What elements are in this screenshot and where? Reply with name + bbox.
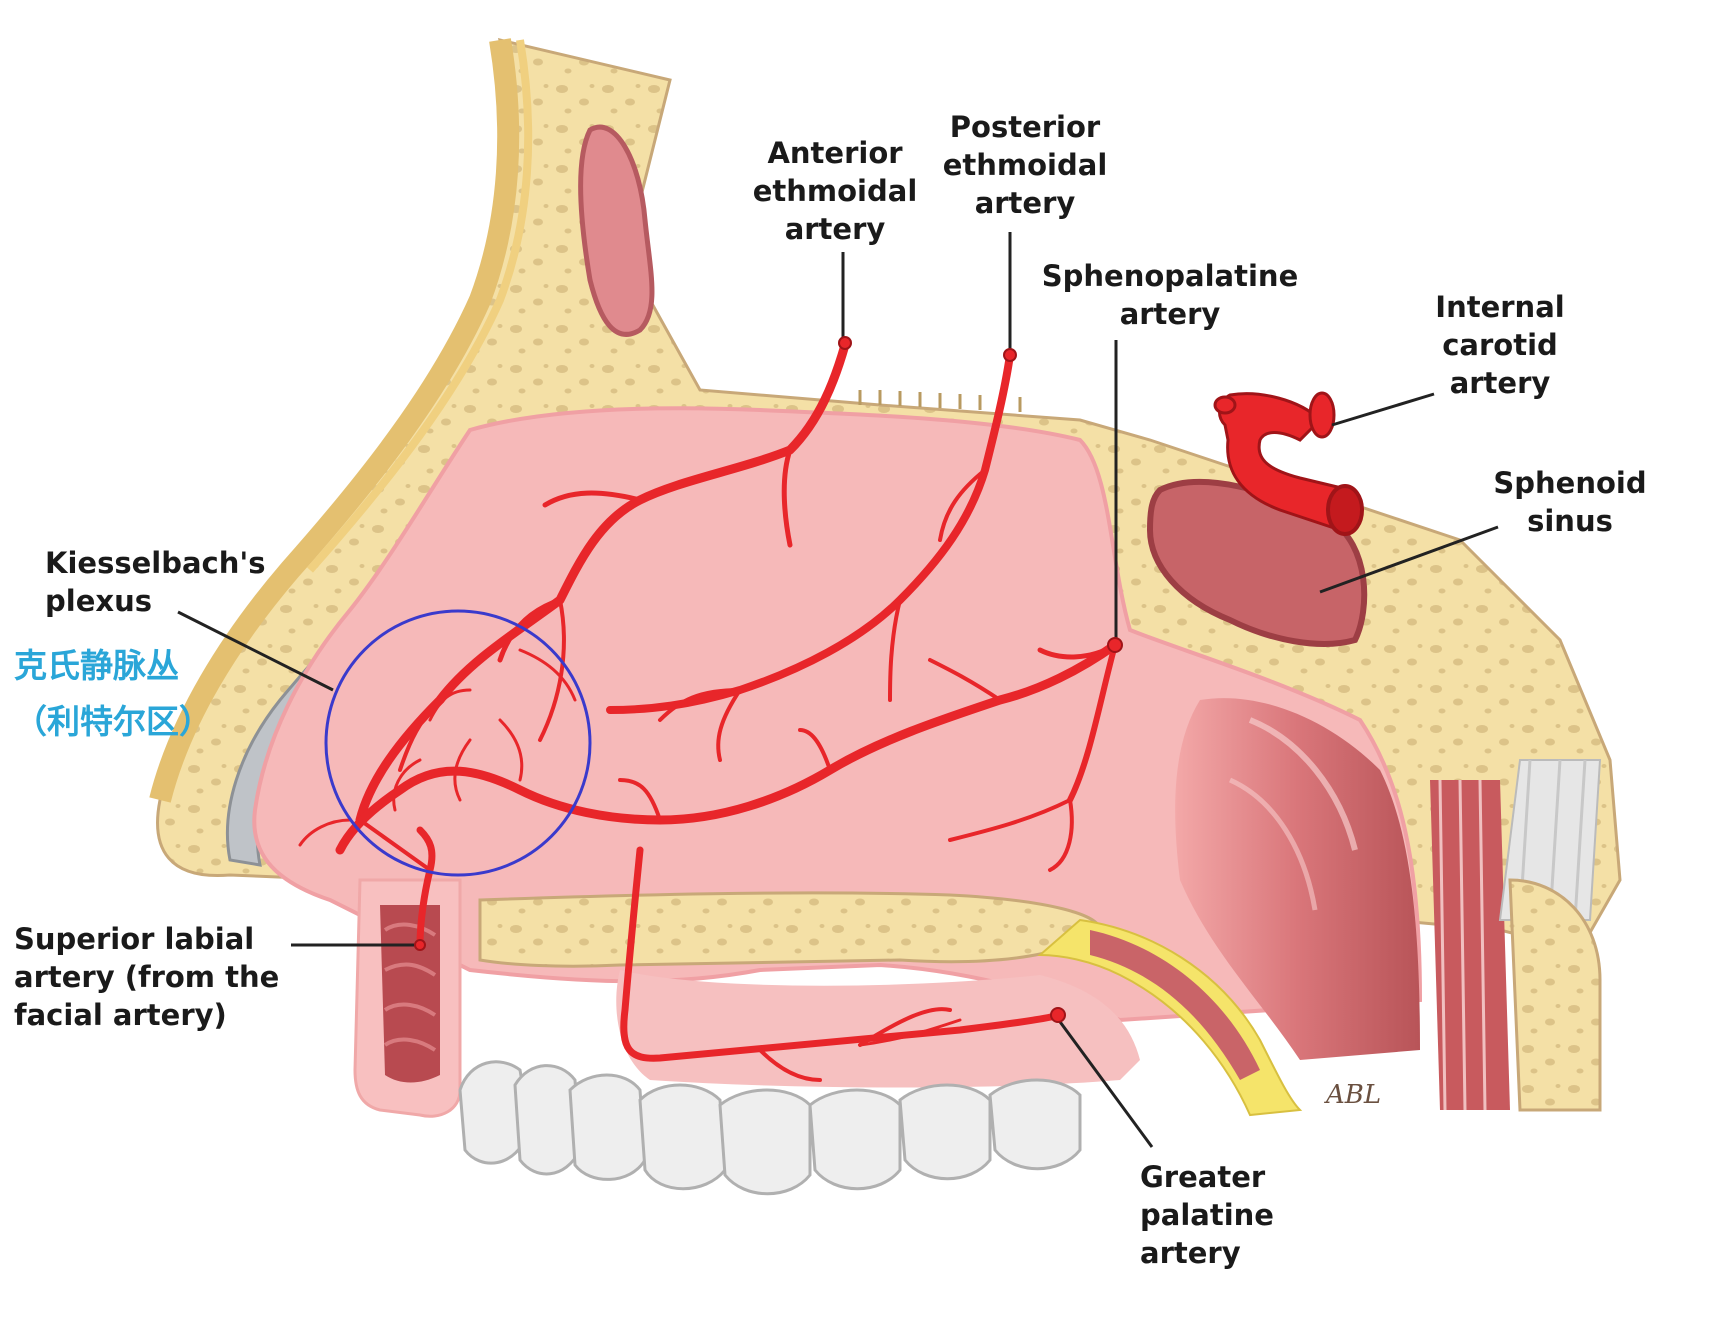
oral-cavity [616,970,1140,1088]
artist-signature: ABL [1326,1080,1382,1110]
leader-lines [177,232,1499,1148]
label-internal-carotid-artery: Internal carotid artery [1410,288,1590,402]
label-line: carotid [1442,328,1558,362]
artery-network [298,340,1120,1082]
label-superior-labial-artery: Superior labial artery (from the facial … [14,920,279,1034]
label-line: palatine [1140,1198,1274,1232]
label-line: Sphenoid [1493,466,1647,500]
label-line: Kiesselbach's [45,546,266,580]
neck-muscle [1430,759,1602,1112]
frontal-sinus [578,124,655,337]
label-line: plexus [45,584,152,618]
label-line: artery [1449,366,1551,400]
label-line: Sphenopalatine [1041,259,1299,293]
label-sphenopalatine-artery: Sphenopalatine artery [1020,257,1320,333]
nasal-cavity-mucosa [252,406,1423,1023]
label-anterior-ethmoidal-artery: Anterior ethmoidal artery [735,134,935,248]
label-line: Anterior [767,136,903,170]
label-line: （利特尔区） [14,702,212,741]
label-greater-palatine-artery: Greater palatine artery [1140,1158,1274,1272]
label-kiesselbach-plexus-chinese: 克氏静脉丛 （利特尔区） [14,638,212,750]
label-line: 克氏静脉丛 [14,646,179,685]
label-line: Posterior [949,110,1101,144]
label-line: artery [784,212,886,246]
label-line: artery [1119,297,1221,331]
label-line: artery [1140,1236,1241,1270]
kiesselbach-plexus-circle [324,609,592,877]
internal-carotid-artery-shape [1213,391,1364,536]
artery-endpoints [414,336,1123,1023]
label-posterior-ethmoidal-artery: Posterior ethmoidal artery [925,108,1125,222]
hard-palate [478,891,1102,968]
label-line: artery [974,186,1076,220]
label-kiesselbach-plexus: Kiesselbach's plexus [45,544,266,620]
label-line: Superior labial [14,922,255,956]
upper-lip [353,878,462,1118]
label-line: Greater [1140,1160,1266,1194]
pharynx [1175,698,1420,1060]
label-line: artery (from the [14,960,280,994]
label-line: facial artery) [14,998,227,1032]
teeth [458,1060,1082,1196]
label-line: ethmoidal [752,174,918,208]
label-line: sinus [1527,504,1613,538]
label-line: ethmoidal [942,148,1108,182]
label-line: Internal [1435,290,1565,324]
label-sphenoid-sinus: Sphenoid sinus [1480,464,1660,540]
